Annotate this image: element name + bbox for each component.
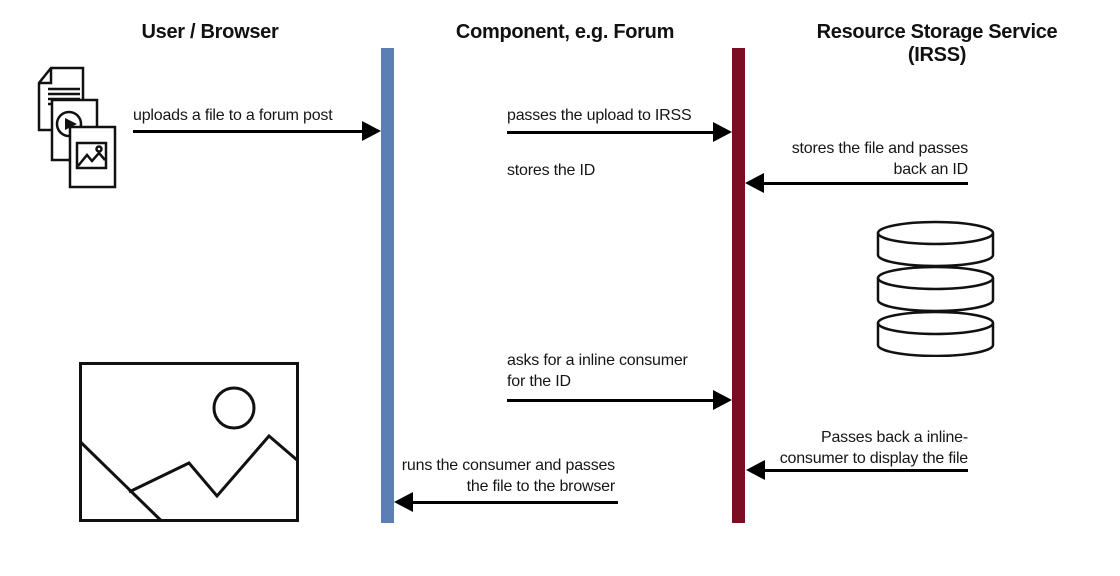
document-text-lines xyxy=(48,87,80,106)
arrow-shaft xyxy=(764,181,968,185)
db-disk-body xyxy=(876,233,995,268)
message-label-store-file: stores the file and passes back an ID xyxy=(740,138,968,180)
thumbnail-mountains xyxy=(77,151,106,167)
arrow-shaft xyxy=(507,398,713,402)
actor-title-line: Resource Storage Service xyxy=(816,21,1058,43)
db-disk-body xyxy=(876,323,995,357)
actor-title-component-forum: Component, e.g. Forum xyxy=(435,21,695,44)
message-label-line: passes the upload to IRSS xyxy=(507,107,692,124)
image-sun xyxy=(212,386,256,430)
message-label-line: stores the ID xyxy=(507,162,596,179)
arrow-shaft xyxy=(133,129,362,133)
message-arrow-upload-file xyxy=(133,121,381,141)
lifeline-irss xyxy=(732,48,745,523)
message-label-ask-consumer: asks for a inline consumer for the ID xyxy=(507,350,688,392)
arrowhead-right-icon xyxy=(713,390,732,410)
arrowhead-right-icon xyxy=(362,121,381,141)
message-arrow-run-consumer xyxy=(394,492,618,512)
db-disk-top xyxy=(876,265,995,291)
message-label-line: stores the file and passes xyxy=(791,140,968,157)
image-placeholder-icon xyxy=(79,362,299,522)
message-arrow-pass-consumer xyxy=(746,460,968,480)
arrowhead-left-icon xyxy=(746,460,765,480)
message-label-line: back an ID xyxy=(893,161,969,178)
message-label-store-id: stores the ID xyxy=(507,160,595,181)
arrow-shaft xyxy=(413,500,618,504)
message-label-line: the file to the browser xyxy=(466,478,616,495)
image-mountain-ridge xyxy=(128,433,298,499)
thumbnail-frame xyxy=(75,141,108,170)
arrowhead-left-icon xyxy=(394,492,413,512)
arrow-shaft xyxy=(507,130,713,134)
message-arrow-ask-consumer xyxy=(507,390,732,410)
arrowhead-left-icon xyxy=(745,173,764,193)
actor-title-irss: Resource Storage Service (IRSS) xyxy=(807,21,1067,67)
play-triangle-icon xyxy=(65,118,77,130)
message-arrow-store-file xyxy=(745,173,968,193)
message-label-line: runs the consumer and passes xyxy=(401,457,615,474)
actor-title-line: User / Browser xyxy=(141,21,279,43)
arrow-shaft xyxy=(765,468,968,472)
message-arrow-pass-upload xyxy=(507,122,732,142)
message-label-line: consumer to display the file xyxy=(779,450,968,467)
message-label-line: asks for a inline consumer xyxy=(507,352,688,369)
message-label-line: Passes back a inline- xyxy=(821,429,968,446)
message-label-line: uploads a file to a forum post xyxy=(133,107,333,124)
actor-title-line: Component, e.g. Forum xyxy=(455,21,675,43)
files-stack-icon xyxy=(37,66,117,189)
message-label-pass-upload: passes the upload to IRSS xyxy=(507,105,692,126)
actor-title-line: (IRSS) xyxy=(907,44,967,66)
page-fold-corner xyxy=(39,68,53,85)
message-label-line: for the ID xyxy=(507,373,571,390)
db-disk-top xyxy=(876,220,995,246)
message-label-run-consumer: runs the consumer and passes the file to… xyxy=(385,455,615,497)
arrowhead-right-icon xyxy=(713,122,732,142)
image-mountain-slope xyxy=(79,440,163,522)
database-icon xyxy=(876,220,995,357)
lifeline-component-forum xyxy=(381,48,394,523)
message-label-pass-consumer: Passes back a inline- consumer to displa… xyxy=(740,427,968,469)
actor-title-user-browser: User / Browser xyxy=(80,21,340,44)
db-disk-body xyxy=(876,278,995,313)
message-label-upload-file: uploads a file to a forum post xyxy=(133,105,333,126)
db-disk-top xyxy=(876,310,995,336)
